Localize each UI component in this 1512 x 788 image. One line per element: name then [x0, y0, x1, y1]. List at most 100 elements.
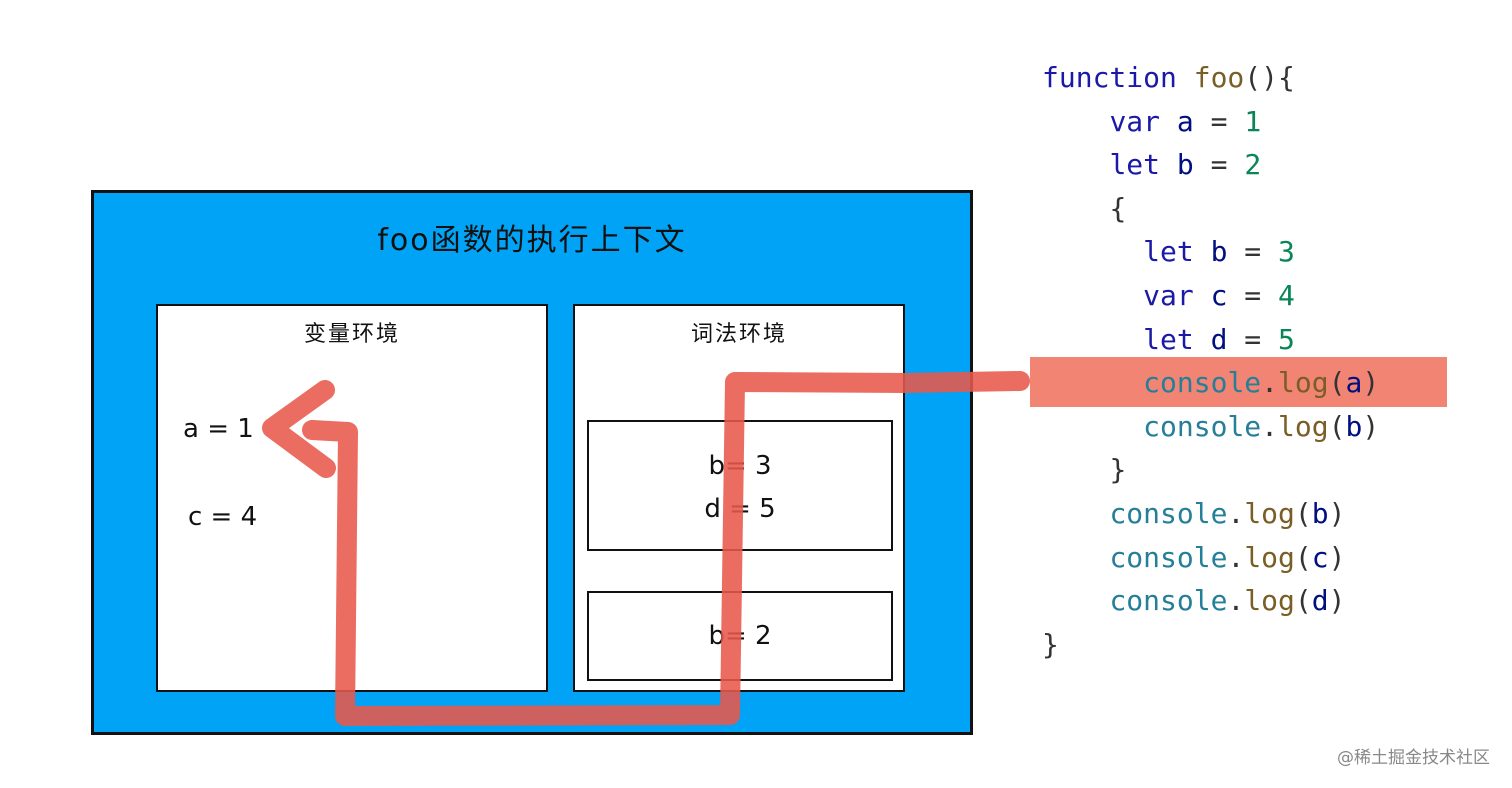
code-token: b [1210, 235, 1228, 269]
code-token: 3 [1278, 235, 1295, 269]
code-token: = [1227, 235, 1279, 269]
code-token: a [1176, 104, 1194, 138]
code-token: a [1345, 366, 1363, 400]
code-token: } [1042, 627, 1059, 661]
execution-context-title: foo函数的执行上下文 [377, 223, 687, 258]
code-line: console.log(b) [1042, 492, 1379, 536]
code-token: . [1227, 584, 1245, 618]
code-indent [1042, 366, 1143, 399]
lexical-entry-b3: b= 3 [708, 451, 772, 481]
code-token: foo [1193, 61, 1245, 94]
code-indent [1042, 105, 1109, 138]
code-token: ( [1294, 584, 1312, 618]
code-line: var a = 1 [1042, 100, 1379, 144]
code-token: log [1278, 409, 1329, 443]
code-token [1160, 148, 1177, 181]
watermark: @稀土掘金技术社区 [1337, 748, 1490, 768]
code-token: ( [1328, 366, 1346, 400]
code-line: } [1042, 623, 1379, 667]
code-token: log [1278, 366, 1329, 400]
code-line: console.log(c) [1042, 536, 1379, 580]
code-line: console.log(a) [1042, 361, 1379, 405]
code-token: console [1143, 366, 1262, 400]
code-token: ) [1362, 366, 1380, 400]
code-token: function [1042, 61, 1177, 94]
code-token [1194, 323, 1211, 356]
code-token: 4 [1278, 278, 1295, 312]
code-token: . [1261, 409, 1279, 443]
code-token: = [1193, 104, 1245, 138]
code-indent [1042, 148, 1109, 181]
code-token: d [1210, 322, 1228, 356]
code-indent [1042, 410, 1143, 443]
code-indent [1042, 192, 1109, 225]
code-token: 1 [1244, 104, 1262, 138]
code-token: = [1193, 148, 1245, 182]
code-token: (){ [1244, 61, 1295, 94]
code-token: c [1311, 540, 1329, 574]
code-token [1160, 105, 1177, 138]
variable-environment: 变量环境 a = 1 c = 4 [156, 304, 548, 692]
code-line: function foo(){ [1042, 56, 1379, 100]
code-token: console [1109, 540, 1228, 574]
code-token: log [1244, 496, 1295, 530]
code-indent [1042, 453, 1109, 486]
code-token: = [1227, 322, 1279, 356]
code-token: c [1210, 278, 1228, 312]
lexical-inner-scope: b= 3 d = 5 [587, 420, 893, 551]
execution-context-box: foo函数的执行上下文 变量环境 a = 1 c = 4 词法环境 b= 3 d… [91, 190, 973, 735]
code-line: let b = 3 [1042, 230, 1379, 274]
code-token: ( [1294, 540, 1312, 574]
code-token: var [1143, 278, 1194, 312]
lexical-entry-d5: d = 5 [704, 494, 776, 524]
code-token: console [1109, 584, 1228, 618]
highlighted-line-marker [1030, 357, 1447, 407]
code-token: ( [1294, 496, 1312, 530]
code-line: console.log(d) [1042, 579, 1379, 623]
code-token: b [1311, 496, 1329, 530]
code-token: let [1109, 148, 1161, 182]
code-token: let [1143, 322, 1194, 356]
code-line: var c = 4 [1042, 274, 1379, 318]
code-indent [1042, 584, 1109, 617]
code-token: let [1143, 235, 1194, 269]
code-token: console [1143, 409, 1262, 443]
code-token: log [1244, 540, 1295, 574]
code-token: var [1109, 104, 1161, 138]
code-token: { [1109, 191, 1127, 225]
code-token: log [1244, 584, 1295, 618]
variable-entry-c: c = 4 [188, 502, 258, 532]
code-token: } [1109, 453, 1127, 487]
variable-environment-title: 变量环境 [303, 322, 400, 347]
code-indent [1042, 323, 1143, 356]
code-indent [1042, 497, 1109, 530]
variable-entry-a: a = 1 [183, 414, 254, 444]
code-token: . [1261, 366, 1279, 400]
code-block: function foo(){ var a = 1 let b = 2 { le… [1042, 56, 1379, 666]
lexical-entry-b2: b= 2 [708, 621, 772, 651]
code-indent [1042, 235, 1143, 268]
lexical-environment: 词法环境 b= 3 d = 5 b= 2 [573, 304, 905, 692]
code-token: console [1109, 496, 1228, 530]
code-token: = [1227, 278, 1279, 312]
code-token: d [1311, 584, 1329, 618]
code-token: . [1227, 496, 1245, 530]
code-line: console.log(b) [1042, 405, 1379, 449]
code-token: . [1227, 540, 1245, 574]
code-token: ( [1328, 409, 1346, 443]
code-indent [1042, 541, 1109, 574]
code-token [1194, 235, 1211, 268]
code-token [1177, 61, 1194, 94]
code-token: 5 [1278, 322, 1295, 356]
code-token: ) [1362, 409, 1380, 443]
code-indent [1042, 279, 1143, 312]
code-token: 2 [1244, 148, 1262, 182]
code-token: b [1345, 409, 1363, 443]
code-token: ) [1328, 540, 1346, 574]
code-line: } [1042, 448, 1379, 492]
code-line: let b = 2 [1042, 143, 1379, 187]
code-line: { [1042, 187, 1379, 231]
code-token: b [1176, 148, 1194, 182]
code-token: ) [1328, 496, 1346, 530]
lexical-environment-title: 词法环境 [690, 322, 787, 347]
